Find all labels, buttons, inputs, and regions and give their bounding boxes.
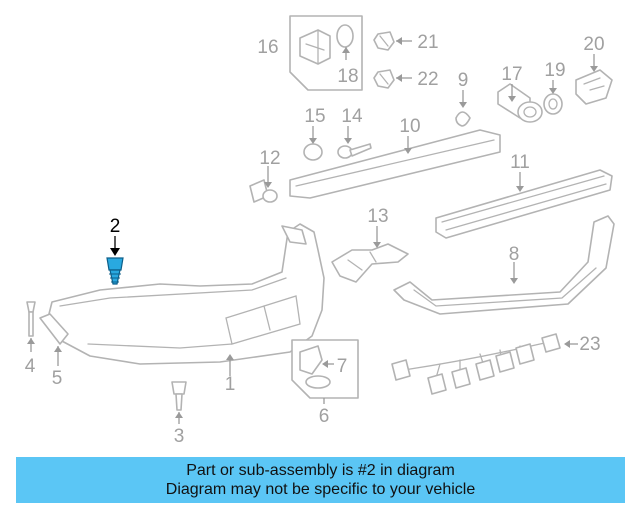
part-19-sensor-ring[interactable]: [543, 80, 563, 115]
callout-1: 1: [225, 374, 236, 395]
part-16-clip-kit[interactable]: [289, 15, 363, 91]
callout-10: 10: [399, 116, 420, 137]
callout-13: 13: [367, 206, 388, 227]
callout-22: 22: [417, 69, 438, 90]
callout-14: 14: [341, 106, 363, 127]
arrowhead-21: [396, 37, 402, 45]
arrowhead-5: [54, 346, 62, 352]
part-4-rivet[interactable]: [26, 301, 36, 352]
part-20-sensor-bracket[interactable]: [575, 54, 613, 105]
callout-23: 23: [579, 334, 600, 355]
arrowhead-3: [175, 412, 183, 418]
caption-line-2: Diagram may not be specific to your vehi…: [165, 481, 476, 498]
part-10-impact-bar[interactable]: [289, 129, 501, 199]
arrowhead-17: [508, 96, 516, 102]
callout-4: 4: [25, 356, 36, 377]
arrowhead-12: [264, 182, 272, 188]
part-2-screw[interactable]: [106, 236, 124, 285]
arrowhead-20: [590, 66, 598, 72]
arrowhead-18: [342, 47, 350, 53]
callout-6: 6: [319, 406, 330, 427]
callout-2: 2: [110, 216, 121, 237]
part-23-wiring-harness[interactable]: [391, 333, 578, 395]
arrowhead-7: [322, 360, 328, 368]
arrowhead-14: [344, 138, 352, 144]
callout-20: 20: [583, 34, 604, 55]
callout-9: 9: [458, 70, 469, 91]
callout-16: 16: [257, 37, 278, 58]
caption-banner: Part or sub-assembly is #2 in diagram Di…: [16, 457, 625, 503]
callout-15: 15: [304, 106, 325, 127]
arrowhead-1: [226, 354, 234, 360]
arrowhead-4: [27, 338, 35, 344]
callout-8: 8: [509, 244, 520, 265]
callout-12: 12: [259, 148, 280, 169]
arrowhead-11: [516, 186, 524, 192]
callout-17: 17: [501, 64, 522, 85]
arrowhead-23: [564, 340, 570, 348]
part-1-bumper-cover[interactable]: [47, 223, 325, 376]
arrowhead-19: [549, 88, 557, 94]
part-6-bracket-kit[interactable]: [291, 339, 359, 399]
arrowhead-22: [396, 74, 402, 82]
part-8-lower-valance[interactable]: [393, 215, 615, 315]
part-13-side-bracket[interactable]: [331, 226, 409, 283]
part-12-bolt[interactable]: [249, 166, 278, 203]
part-14-push-pin[interactable]: [337, 126, 372, 159]
arrowhead-10: [404, 148, 412, 154]
callout-18: 18: [337, 66, 358, 87]
part-21-clip[interactable]: [373, 31, 412, 51]
part-22-clip[interactable]: [373, 69, 412, 89]
arrowhead-15: [309, 138, 317, 144]
caption-line-1: Part or sub-assembly is #2 in diagram: [186, 462, 455, 479]
callout-3: 3: [174, 426, 185, 447]
callout-7: 7: [337, 356, 348, 377]
arrowhead-13: [373, 242, 381, 248]
callout-21: 21: [417, 32, 438, 53]
arrowhead-8: [510, 278, 518, 284]
callout-5: 5: [52, 368, 63, 389]
arrowhead-9: [459, 102, 467, 108]
callout-19: 19: [544, 60, 565, 81]
callout-11: 11: [510, 152, 530, 173]
part-11-absorber[interactable]: [435, 169, 613, 239]
part-17-parking-sensor[interactable]: [497, 83, 543, 123]
